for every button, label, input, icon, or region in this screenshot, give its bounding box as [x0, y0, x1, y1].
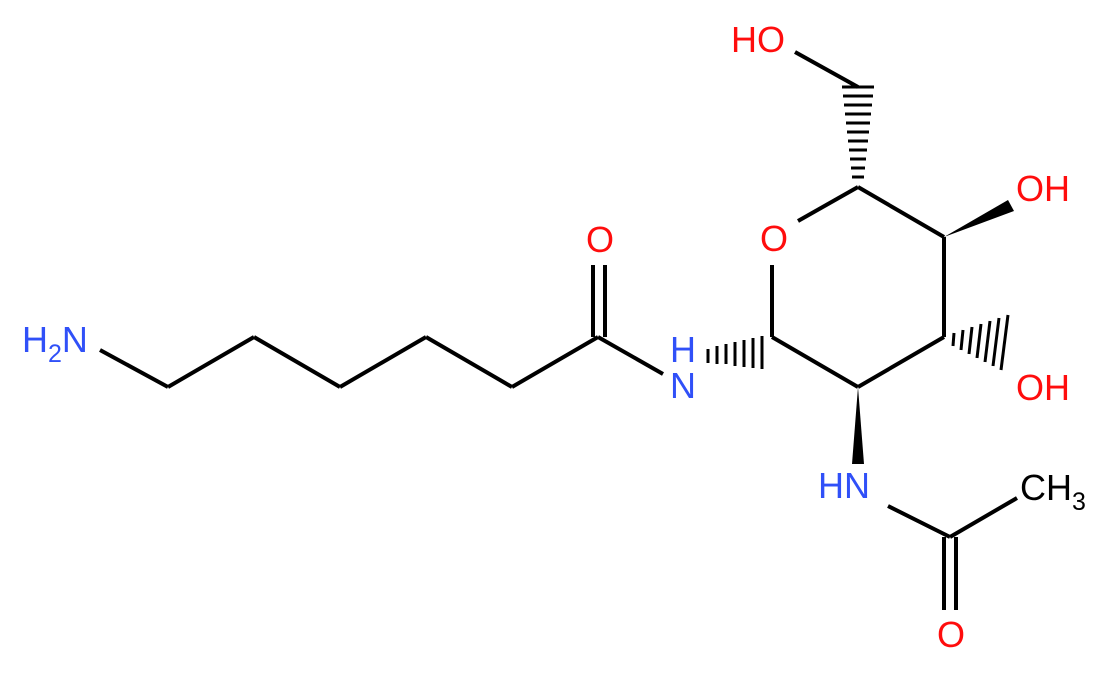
pyranose-ring: [770, 185, 946, 389]
hashed-bond-n-c1: [706, 336, 764, 369]
aminohexanoyl-chain: [99, 265, 664, 389]
bond-c2-c3: [252, 335, 342, 389]
hashed-bond-c3-oh: [951, 314, 1010, 371]
hashed-bond-c5-ch2: [842, 85, 874, 179]
bond-c4-c5-ring: [856, 185, 946, 239]
bond-c2-c3-ring: [856, 335, 946, 389]
bond-carbonyl-n: [597, 335, 664, 376]
bond-ch2-oh: [794, 50, 859, 89]
amide-nitrogen-label: H: [670, 329, 696, 370]
carbonyl-oxygen-label: O: [586, 219, 614, 260]
bond-c1-c2-ring: [770, 335, 860, 389]
amine-label: H2N: [22, 319, 88, 368]
c4-hydroxyl-label: OH: [1016, 168, 1070, 209]
c3-hydroxyl-label: OH: [1016, 367, 1070, 408]
bond-acetyl-c-methyl: [948, 496, 1019, 539]
acetyl-group: [887, 496, 1019, 610]
bond-c1-c2: [166, 335, 256, 389]
wedge-bond-c4-oh: [944, 200, 1014, 237]
bond-c4-c5: [424, 335, 514, 389]
bond-c3-c4: [338, 335, 428, 389]
hydroxymethyl-oh-label: HO: [731, 19, 785, 60]
bond-c5-ring-o: [797, 185, 859, 223]
bond-n-c1: [99, 348, 169, 389]
wedge-bond-c2-nh: [852, 387, 864, 464]
acetyl-oxygen-label: O: [937, 614, 965, 655]
acetamido-nh-label: HN: [818, 465, 870, 506]
bond-nh-acetyl-c: [887, 504, 951, 539]
methyl-label: CH3: [1020, 467, 1086, 516]
ring-oxygen-label: O: [760, 218, 788, 259]
bond-c5-carbonyl: [510, 335, 600, 389]
amide-nitrogen-n-label: N: [670, 365, 696, 406]
